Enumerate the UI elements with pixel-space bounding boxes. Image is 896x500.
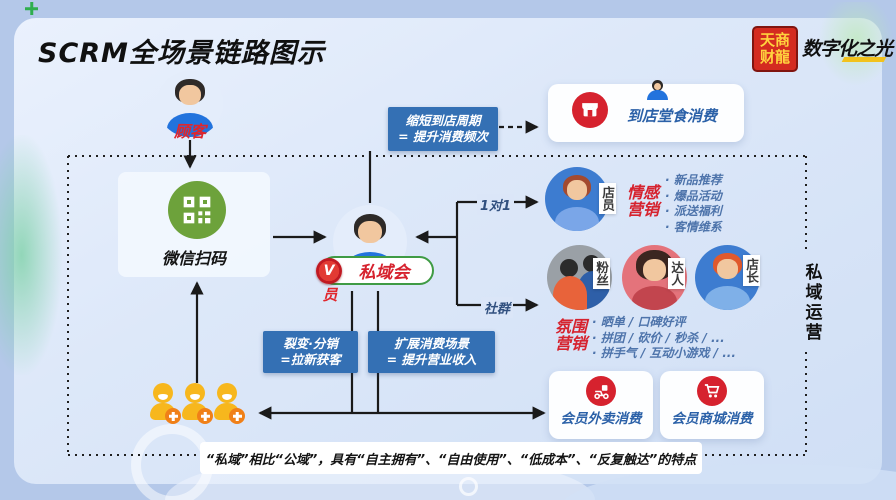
- fission-line1: 裂变·分销: [283, 336, 338, 351]
- avatar-face: [654, 83, 661, 90]
- mini-customer-avatar: [645, 80, 670, 100]
- emotional-marketing-line2: 营销: [627, 200, 660, 219]
- expand-line1: 扩展消费场景: [393, 336, 469, 351]
- person-head: [217, 383, 237, 403]
- member-pill-text: 私域会: [358, 263, 410, 283]
- wechat-scan-node: [168, 181, 226, 239]
- mint-glow-decoration: [818, 2, 894, 86]
- customer-label: 顾客: [173, 122, 206, 141]
- atmosphere-marketing-line2: 营销: [555, 334, 588, 353]
- brand-wordmark: 数字化之光: [802, 38, 893, 60]
- emotional-bullet-list: · 新品推荐 · 爆品活动 · 派送福利 · 客情维系: [665, 173, 722, 235]
- branch-community-label: 社群: [481, 297, 514, 318]
- clerk-role-tag: 店员: [599, 183, 617, 214]
- fission-line2: =拉新获客: [280, 352, 341, 367]
- clerk-node: [545, 167, 609, 231]
- atmosphere-marketing-line1: 氛围: [555, 317, 588, 336]
- clerk-avatar: [545, 167, 609, 231]
- fans-node: [547, 245, 612, 310]
- new-customers-group: [148, 383, 260, 429]
- dine-in-label: 到店堂食消费: [626, 107, 717, 125]
- fans-role-tag: 粉丝: [593, 258, 611, 289]
- avatar-face: [642, 259, 667, 282]
- customer-avatar: [157, 71, 223, 137]
- new-customer-icon: [212, 383, 245, 428]
- private-domain-operation-label: 私域运营: [801, 263, 822, 343]
- shorten-cycle-box: 缩短到店周期 = 提升消费频次: [388, 107, 498, 151]
- avatar-torso: [647, 90, 668, 100]
- bullet-item: · 拼团 / 砍价 / 秒杀 / ...: [592, 330, 725, 345]
- fission-box: 裂变·分销 =拉新获客: [263, 331, 358, 373]
- avatar-face: [566, 180, 588, 201]
- page-title: SCRM全场景链路图示: [38, 38, 325, 69]
- avatar-torso: [166, 112, 214, 137]
- influencer-node: [622, 245, 687, 310]
- avatar-torso: [704, 285, 751, 310]
- person-head: [153, 383, 173, 403]
- atmosphere-marketing-label: 氛围 营销: [555, 318, 587, 352]
- avatar-torso: [554, 207, 600, 231]
- wechat-scan-label: 微信扫码: [161, 249, 226, 268]
- plus-badge-icon: [165, 408, 181, 424]
- branch-one-to-one-label: 1对1: [477, 194, 515, 215]
- influencer-avatar: [622, 245, 687, 310]
- green-gradient-decoration: [0, 135, 62, 375]
- store-manager-avatar: [695, 245, 760, 310]
- customer-node: [157, 71, 223, 137]
- shorten-cycle-line1: 缩短到店周期: [405, 113, 481, 128]
- influencer-role-tag: 达人: [668, 258, 686, 289]
- footer-note: “私域”相比“公域”，具有“自主拥有”、“自由使用”、“低成本”、“反复触达”的…: [200, 442, 702, 474]
- fan-avatar-front: [553, 259, 587, 310]
- private-domain-dashed-border: [67, 155, 807, 456]
- seal-text-top: 天商: [759, 31, 790, 49]
- atmosphere-bullet-list: · 晒单 / 口碑好评 · 拼团 / 砍价 / 秒杀 / ... · 拼手气 /…: [592, 315, 736, 362]
- expand-box: 扩展消费场景 = 提升营业收入: [368, 331, 495, 373]
- bullet-item: · 派送福利: [665, 204, 722, 218]
- qr-code-icon: [183, 196, 211, 224]
- avatar-face: [358, 220, 382, 244]
- person-head: [185, 383, 205, 403]
- takeout-label: 会员外卖消费: [560, 411, 642, 427]
- avatar-torso: [631, 285, 678, 310]
- member-pill: 私域会: [320, 256, 434, 285]
- avatar-face: [717, 258, 738, 279]
- bullet-item: · 拼手气 / 互动小游戏 / ...: [592, 346, 736, 360]
- bullet-item: · 客情维系: [665, 219, 722, 234]
- avatar-torso: [553, 276, 587, 310]
- shorten-cycle-line2: = 提升消费频次: [398, 129, 488, 144]
- new-customer-icon: [148, 383, 181, 428]
- emotional-marketing-label: 情感 营销: [627, 184, 659, 218]
- new-customer-icon: [180, 383, 213, 428]
- avatar-face: [179, 84, 201, 106]
- bullet-item: · 晒单 / 口碑好评: [592, 315, 686, 329]
- bullet-item: · 新品推荐: [665, 173, 722, 187]
- brand-seal-logo: 天商 财龍: [752, 26, 798, 72]
- store-manager-role-tag: 店长: [743, 255, 761, 286]
- seal-text-bottom: 财龍: [759, 48, 790, 66]
- shopping-cart-icon: [697, 376, 727, 406]
- vip-badge-icon: V: [316, 258, 342, 284]
- emotional-marketing-line1: 情感: [627, 183, 660, 202]
- member-suffix: 员: [322, 286, 338, 304]
- delivery-scooter-icon: [586, 376, 616, 406]
- circle-decoration: [459, 477, 478, 496]
- storefront-icon: [572, 92, 608, 128]
- expand-line2: = 提升营业收入: [386, 352, 477, 367]
- avatar-hair: [560, 259, 578, 277]
- bullet-item: · 爆品活动: [665, 188, 722, 203]
- plus-badge-icon: [197, 408, 213, 424]
- mall-label: 会员商城消费: [671, 411, 753, 427]
- plus-badge-icon: [229, 408, 245, 424]
